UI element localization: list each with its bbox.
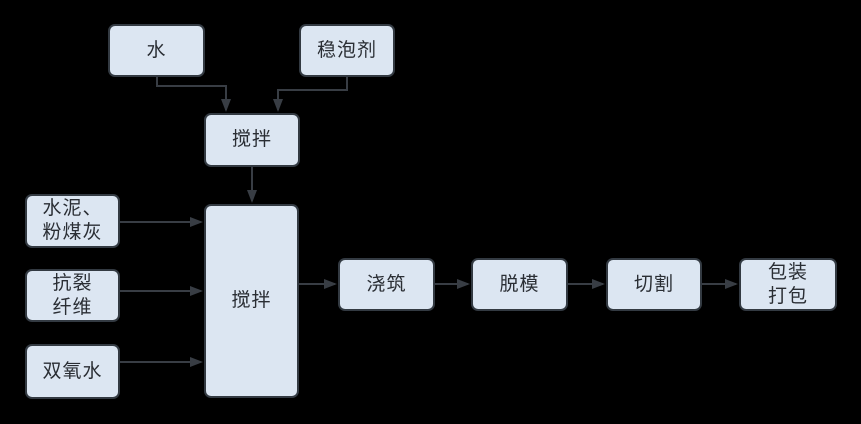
node-cutting: 切割 (606, 258, 702, 311)
node-mix-foam-label: 搅拌 (231, 129, 272, 150)
node-anticrack-fiber: 抗裂 纤维 (25, 269, 120, 322)
node-packaging: 包装 打包 (739, 258, 837, 311)
node-stabilizer: 稳泡剂 (299, 24, 395, 77)
node-demolding: 脱模 (471, 258, 568, 311)
connector-stabilizer-mix1 (273, 77, 348, 112)
node-packaging-label: 包装 打包 (767, 261, 808, 307)
node-hydrogen-peroxide: 双氧水 (25, 344, 120, 399)
node-demolding-label: 脱模 (499, 273, 540, 295)
connector-water-mix1 (156, 77, 231, 112)
node-cutting-label: 切割 (633, 273, 674, 295)
node-cement-flyash: 水泥、 粉煤灰 (25, 194, 120, 248)
node-pouring-label: 浇筑 (366, 273, 407, 295)
node-mix-main-label: 搅拌 (231, 290, 272, 311)
node-anticrack-fiber-label: 抗裂 纤维 (52, 272, 93, 318)
node-pouring: 浇筑 (338, 258, 435, 311)
node-stabilizer-label: 稳泡剂 (316, 39, 377, 61)
node-mix-foam: 搅拌 (204, 113, 300, 167)
node-water-label: 水 (146, 39, 167, 61)
node-cement-flyash-label: 水泥、 粉煤灰 (42, 198, 103, 243)
node-hydrogen-peroxide-label: 双氧水 (42, 360, 103, 382)
node-water: 水 (108, 24, 205, 77)
node-mix-main: 搅拌 (204, 204, 299, 398)
